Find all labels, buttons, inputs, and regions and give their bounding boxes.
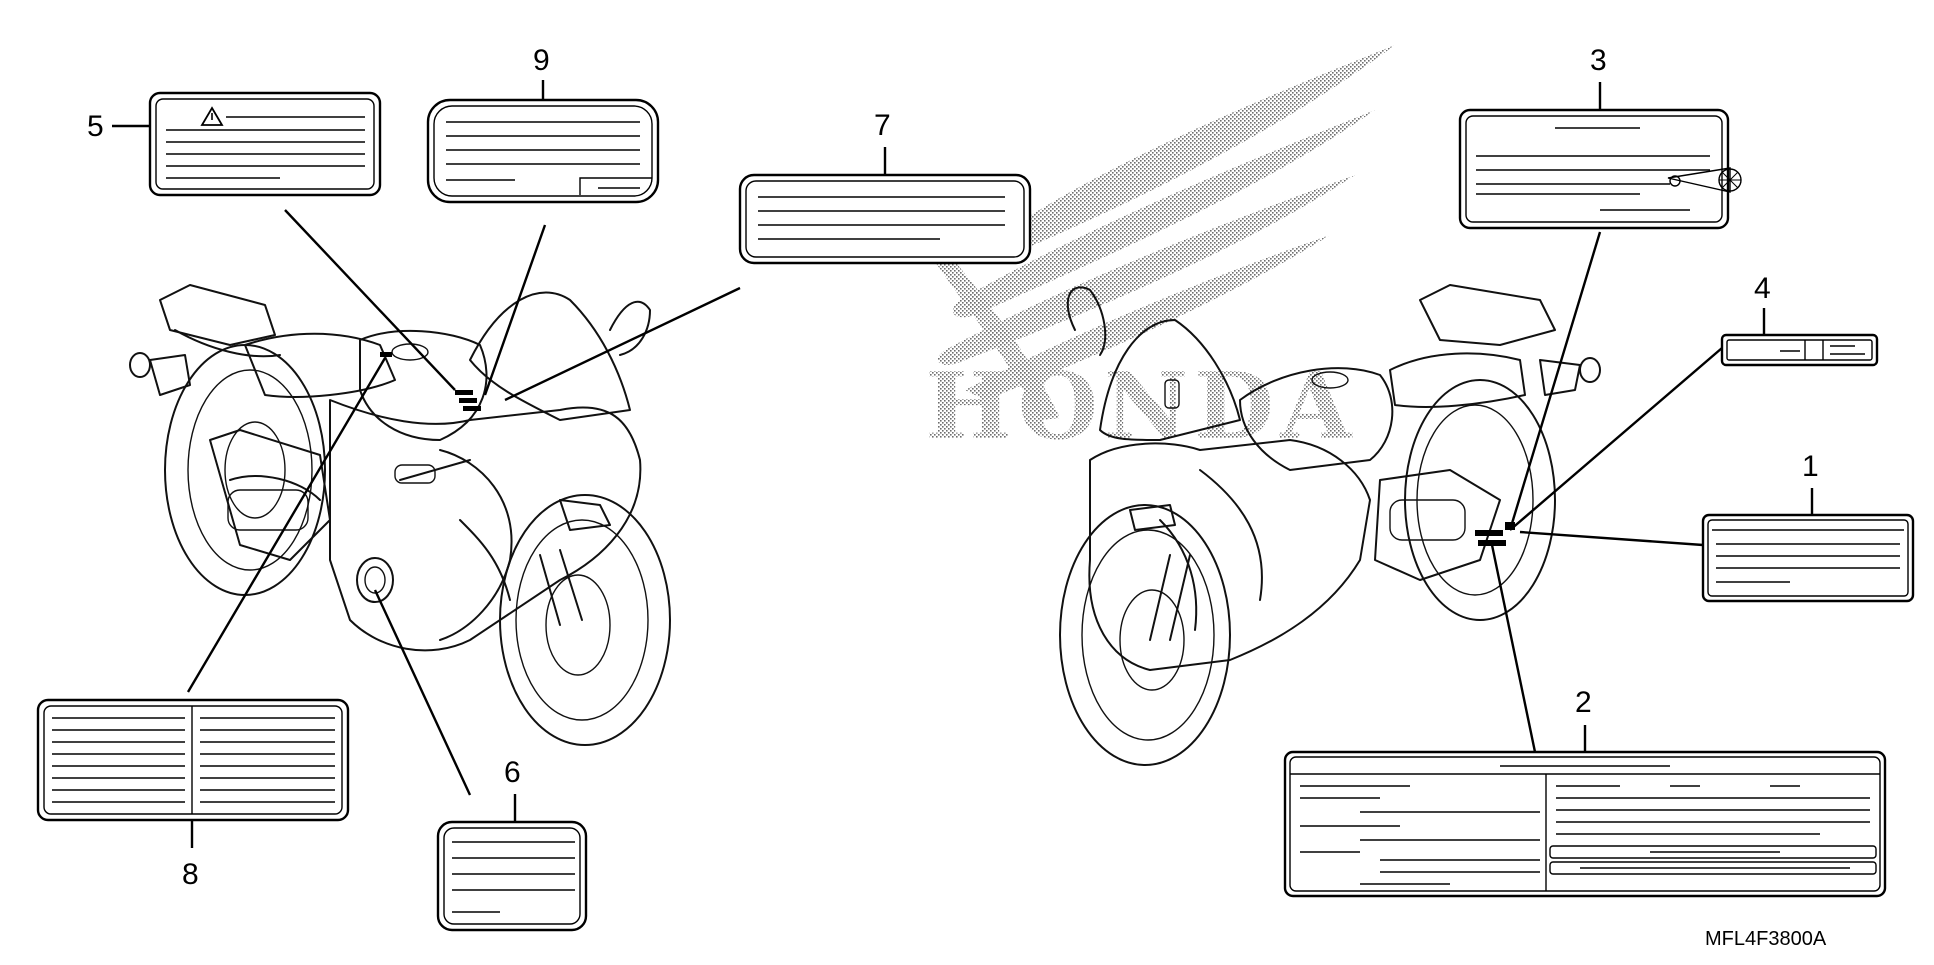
label-marks-right (1475, 522, 1515, 546)
callout-3: 3 (1590, 44, 1607, 77)
callout-8: 8 (182, 858, 199, 891)
label-4-box (1720, 333, 1879, 367)
drive-chain-icon (1667, 167, 1742, 193)
motorcycle-right-side-view (1059, 284, 1601, 766)
label-8-box (36, 698, 350, 822)
label-5-box (148, 91, 382, 197)
label-3-box (1458, 108, 1742, 230)
motorcycle-left-side-view (129, 284, 671, 746)
label-7-box (738, 173, 1032, 265)
callout-5: 5 (87, 110, 104, 143)
callout-4: 4 (1754, 272, 1771, 305)
warning-triangle-icon (200, 106, 224, 126)
label-9-box (426, 98, 660, 204)
leader-lines (186, 209, 1723, 796)
callout-6: 6 (504, 756, 521, 789)
label-6-box (436, 820, 588, 932)
callout-9: 9 (533, 44, 550, 77)
callout-7: 7 (874, 109, 891, 142)
honda-wing-logo: HONDA (920, 45, 1395, 460)
part-code: MFL4F3800A (1705, 928, 1827, 950)
callout-1: 1 (1802, 450, 1819, 483)
label-1-box (1701, 513, 1915, 603)
label-2-box (1283, 750, 1887, 898)
callout-2: 2 (1575, 686, 1592, 719)
label-marks-left (380, 352, 481, 411)
